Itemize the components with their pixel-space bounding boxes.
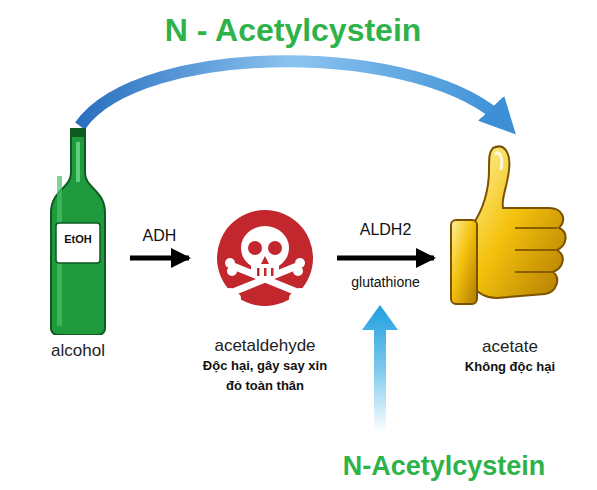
edge-title: N - Acetylcystein bbox=[165, 12, 422, 49]
edge-arrow bbox=[130, 256, 189, 261]
bottle-label: EtOH bbox=[28, 233, 128, 245]
diagram-node: acetateKhông độc hại bbox=[440, 140, 580, 377]
diagram-node: EtOH alcohol bbox=[28, 128, 128, 361]
node-note: Không độc hại bbox=[440, 357, 580, 377]
skull-icon bbox=[215, 208, 315, 308]
node-note: Độc hại, gây say xỉn đỏ toàn thân bbox=[195, 356, 335, 396]
edge-arrow bbox=[80, 61, 506, 126]
edge-arrow bbox=[337, 256, 434, 261]
bottom-title: N-Acetylcystein bbox=[343, 451, 546, 482]
up-arrow bbox=[362, 305, 398, 432]
cofactor-label: glutathione bbox=[351, 274, 420, 290]
diagram-node: acetaldehydeĐộc hại, gây say xỉn đỏ toàn… bbox=[195, 208, 335, 396]
bottle-icon bbox=[43, 128, 113, 335]
thumbs-up-icon bbox=[445, 140, 575, 325]
node-name: acetaldehyde bbox=[195, 336, 335, 356]
enzyme-label: ADH bbox=[143, 227, 177, 245]
enzyme-label: ALDH2 bbox=[360, 221, 412, 239]
node-name: alcohol bbox=[28, 341, 128, 361]
node-name: acetate bbox=[440, 337, 580, 357]
